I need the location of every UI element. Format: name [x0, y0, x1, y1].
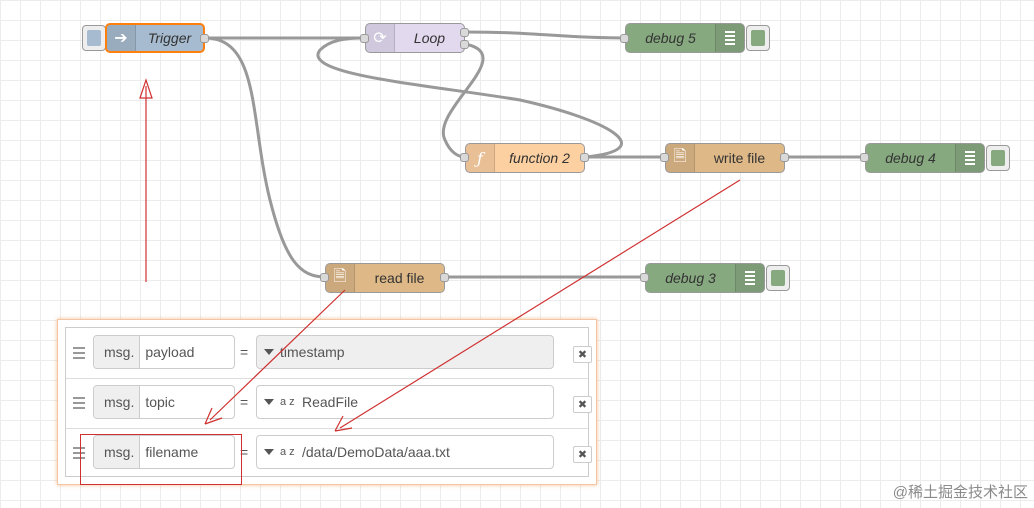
node-label: function 2 — [509, 150, 570, 166]
debug5-toggle-button[interactable] — [746, 25, 770, 51]
property-row: msg. payload = timestamp ✖ — [66, 328, 592, 379]
drag-handle-icon[interactable] — [73, 397, 85, 409]
property-row: msg. filename = a z /data/DemoData/aaa.t… — [66, 428, 592, 478]
drag-handle-icon[interactable] — [73, 447, 85, 459]
debug3-toggle-button[interactable] — [766, 265, 790, 291]
property-name-field[interactable]: msg. filename — [93, 435, 235, 469]
output-port[interactable] — [460, 28, 469, 37]
file-in-icon: 🗎 — [326, 264, 355, 292]
node-read-file[interactable]: 🗎 read file — [325, 263, 445, 293]
wire-loop-debug5 — [464, 30, 626, 40]
delete-row-button[interactable]: ✖ — [573, 346, 592, 363]
output-port[interactable] — [580, 153, 589, 162]
node-debug4[interactable]: debug 4 — [865, 143, 985, 173]
equals-sign: = — [240, 344, 249, 360]
delete-row-button[interactable]: ✖ — [573, 396, 592, 413]
input-port[interactable] — [460, 153, 469, 162]
node-label: debug 4 — [885, 150, 936, 166]
function-icon: ƒ — [466, 144, 495, 172]
node-label: Trigger — [147, 30, 192, 46]
delete-row-button[interactable]: ✖ — [573, 446, 592, 463]
inject-arrow-icon: ➔ — [107, 25, 136, 51]
input-port[interactable] — [360, 34, 369, 43]
node-label: write file — [713, 150, 766, 166]
node-debug5[interactable]: debug 5 — [625, 23, 745, 53]
msg-prefix: msg. — [94, 436, 141, 468]
file-out-icon: 🗎 — [666, 144, 695, 172]
debug4-toggle-button[interactable] — [986, 145, 1010, 171]
string-type-icon: a z — [280, 445, 295, 458]
wire-loop-function2 — [441, 42, 485, 159]
list-icon — [955, 144, 984, 172]
input-port[interactable] — [860, 153, 869, 162]
node-trigger[interactable]: ➔ Trigger — [105, 23, 205, 53]
property-value-field[interactable]: a z /data/DemoData/aaa.txt — [256, 435, 554, 469]
type-dropdown-icon[interactable] — [264, 349, 274, 355]
input-port[interactable] — [640, 273, 649, 282]
trigger-inject-button[interactable] — [82, 25, 106, 51]
drag-handle-icon[interactable] — [73, 347, 85, 359]
output-port[interactable] — [440, 273, 449, 282]
output-port[interactable] — [200, 34, 209, 43]
node-write-file[interactable]: 🗎 write file — [665, 143, 785, 173]
type-dropdown-icon[interactable] — [264, 449, 274, 455]
watermark: @稀土掘金技术社区 — [892, 484, 1028, 501]
property-value-field[interactable]: timestamp — [256, 335, 554, 369]
list-icon — [735, 264, 764, 292]
wire-trigger-readfile — [204, 36, 326, 279]
output-port[interactable] — [460, 40, 469, 49]
input-port[interactable] — [320, 273, 329, 282]
loop-icon: ⟳ — [366, 24, 395, 52]
property-name: filename — [145, 444, 199, 460]
equals-sign: = — [240, 394, 249, 410]
string-type-icon: a z — [280, 395, 295, 408]
list-icon — [715, 24, 744, 52]
property-row: msg. topic = a z ReadFile ✖ — [66, 378, 592, 429]
filename-highlight-box — [80, 434, 242, 485]
type-dropdown-icon[interactable] — [264, 399, 274, 405]
wire-function2-loop — [316, 36, 623, 159]
msg-prefix: msg. — [94, 336, 141, 368]
node-label: debug 3 — [665, 270, 716, 286]
property-name: payload — [145, 344, 195, 360]
input-port[interactable] — [620, 34, 629, 43]
property-name-field[interactable]: msg. topic — [93, 385, 235, 419]
output-port[interactable] — [780, 153, 789, 162]
equals-sign: = — [240, 444, 249, 460]
msg-prefix: msg. — [94, 386, 141, 418]
node-label: Loop — [413, 30, 446, 46]
node-debug3[interactable]: debug 3 — [645, 263, 765, 293]
property-value: /data/DemoData/aaa.txt — [302, 444, 450, 460]
node-function2[interactable]: ƒ function 2 — [465, 143, 585, 173]
property-name: topic — [145, 394, 175, 410]
node-label: read file — [374, 270, 425, 286]
input-port[interactable] — [660, 153, 669, 162]
property-value: ReadFile — [302, 394, 359, 410]
node-label: debug 5 — [645, 30, 696, 46]
property-value-field[interactable]: a z ReadFile — [256, 385, 554, 419]
node-loop[interactable]: ⟳ Loop — [365, 23, 465, 53]
property-value: timestamp — [280, 344, 345, 360]
property-name-field[interactable]: msg. payload — [93, 335, 235, 369]
